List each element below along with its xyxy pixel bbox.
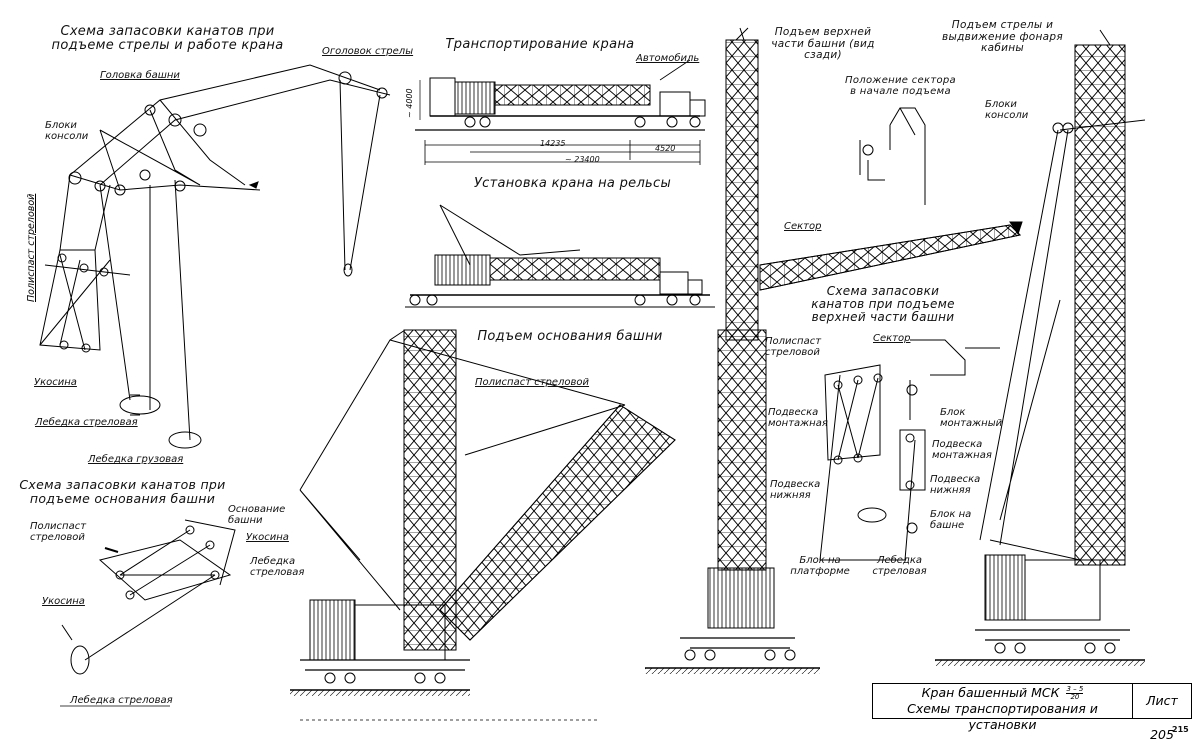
heading-lift-boom-cabin: Подъем стрелы и выдвижение фонаря кабины xyxy=(942,19,1063,55)
label-boom-winch-bottom: Лебедка стреловая xyxy=(70,695,173,706)
title-block: Кран башенный МСК 3 – 5 20 Схемы транспо… xyxy=(872,683,1192,742)
rigging-scheme-boom-lift xyxy=(39,64,391,449)
heading-transport: Транспортирование крана xyxy=(445,37,635,52)
label-cargo-winch: Лебедка грузовая xyxy=(88,454,184,465)
title-block-main: Кран башенный МСК 3 – 5 20 Схемы транспо… xyxy=(873,684,1133,732)
label-boom-tackle-center: Полиспаст стреловой xyxy=(475,377,590,388)
title-fraction-den: 20 xyxy=(1070,693,1080,701)
label-mount-suspension-right: Подвеска монтажная xyxy=(932,439,992,461)
label-brace-bottom: Укосина xyxy=(42,596,85,607)
label-tower-head: Головка башни xyxy=(100,70,180,81)
dim-length-a: 14235 xyxy=(540,139,566,148)
label-platform-block: Блок на платформе xyxy=(790,555,850,577)
heading-lift-upper-tower: Подъем верхней части башни (вид сзади) xyxy=(771,26,875,62)
label-lower-suspension-left: Подвеска нижняя xyxy=(770,479,821,501)
label-sector-center: Сектор xyxy=(784,221,822,232)
label-lower-suspension-right: Подвеска нижняя xyxy=(930,474,981,496)
rigging-base-lift-diagram xyxy=(61,519,236,675)
label-boom-tackle-bottom: Полиспаст стреловой xyxy=(30,521,87,543)
heading-rigging-boom-lift: Схема запасовки канатов при подъеме стре… xyxy=(51,24,284,54)
label-boom-tackle-vertical: Полиспаст стреловой xyxy=(26,193,37,302)
title-crane-model: Кран башенный МСК xyxy=(921,685,1060,700)
sector-start-diagram xyxy=(859,107,926,205)
title-line-1: Кран башенный МСК 3 – 5 20 xyxy=(873,685,1132,701)
label-underlines xyxy=(60,705,600,721)
rigging-upper-tower-diagram xyxy=(819,339,1000,561)
title-sheet-number: Лист 205 xyxy=(1146,693,1178,742)
dim-height: ~ 4000 xyxy=(405,88,414,118)
label-mount-block: Блок монтажный xyxy=(940,407,1003,429)
heading-rigging-upper-tower: Схема запасовки канатов при подъеме верх… xyxy=(811,284,955,325)
label-brace-top: Укосина xyxy=(34,377,77,388)
label-boom-winch-upper: Лебедка стреловая xyxy=(872,555,927,577)
title-fraction: 3 – 5 20 xyxy=(1066,685,1084,701)
transport-crane-diagram xyxy=(415,59,706,165)
lift-upper-tower-diagram xyxy=(645,27,1023,674)
label-boom-tip: Оголовок стрелы xyxy=(322,46,414,57)
label-mount-suspension-left: Подвеска монтажная xyxy=(768,407,828,429)
label-console-blocks-right: Блоки консоли xyxy=(985,99,1029,121)
label-tower-base: Основание башни xyxy=(228,504,286,526)
heading-lift-tower-base: Подъем основания башни xyxy=(477,329,663,344)
install-rails-diagram xyxy=(405,204,715,308)
label-boom-winch-top: Лебедка стреловая xyxy=(35,417,138,428)
label-boom-tackle-upper: Полиспаст стреловой xyxy=(765,336,822,358)
lift-tower-base-diagram xyxy=(290,329,676,696)
label-boom-winch-center: Лебедка стреловая xyxy=(250,556,305,578)
heading-sector-start: Положение сектора в начале подъема xyxy=(845,75,956,97)
label-console-blocks-left: Блоки консоли xyxy=(45,120,89,142)
dim-length-b: 4520 xyxy=(655,144,676,153)
label-brace-center: Укосина xyxy=(246,532,289,543)
lift-boom-cabin-diagram xyxy=(935,29,1146,666)
title-fraction-num: 3 – 5 xyxy=(1066,685,1084,694)
heading-install-rails: Установка крана на рельсы xyxy=(473,176,672,191)
heading-rigging-base-lift: Схема запасовки канатов при подъеме осно… xyxy=(19,477,226,506)
title-line-2: Схемы транспортирования и установки xyxy=(907,701,1098,732)
page-number: 215 xyxy=(1172,725,1189,734)
label-vehicle: Автомобиль xyxy=(636,53,700,64)
label-tower-block: Блок на башне xyxy=(930,509,972,531)
dim-total: ~ 23400 xyxy=(565,155,600,164)
label-sector-right: Сектор xyxy=(873,333,911,344)
